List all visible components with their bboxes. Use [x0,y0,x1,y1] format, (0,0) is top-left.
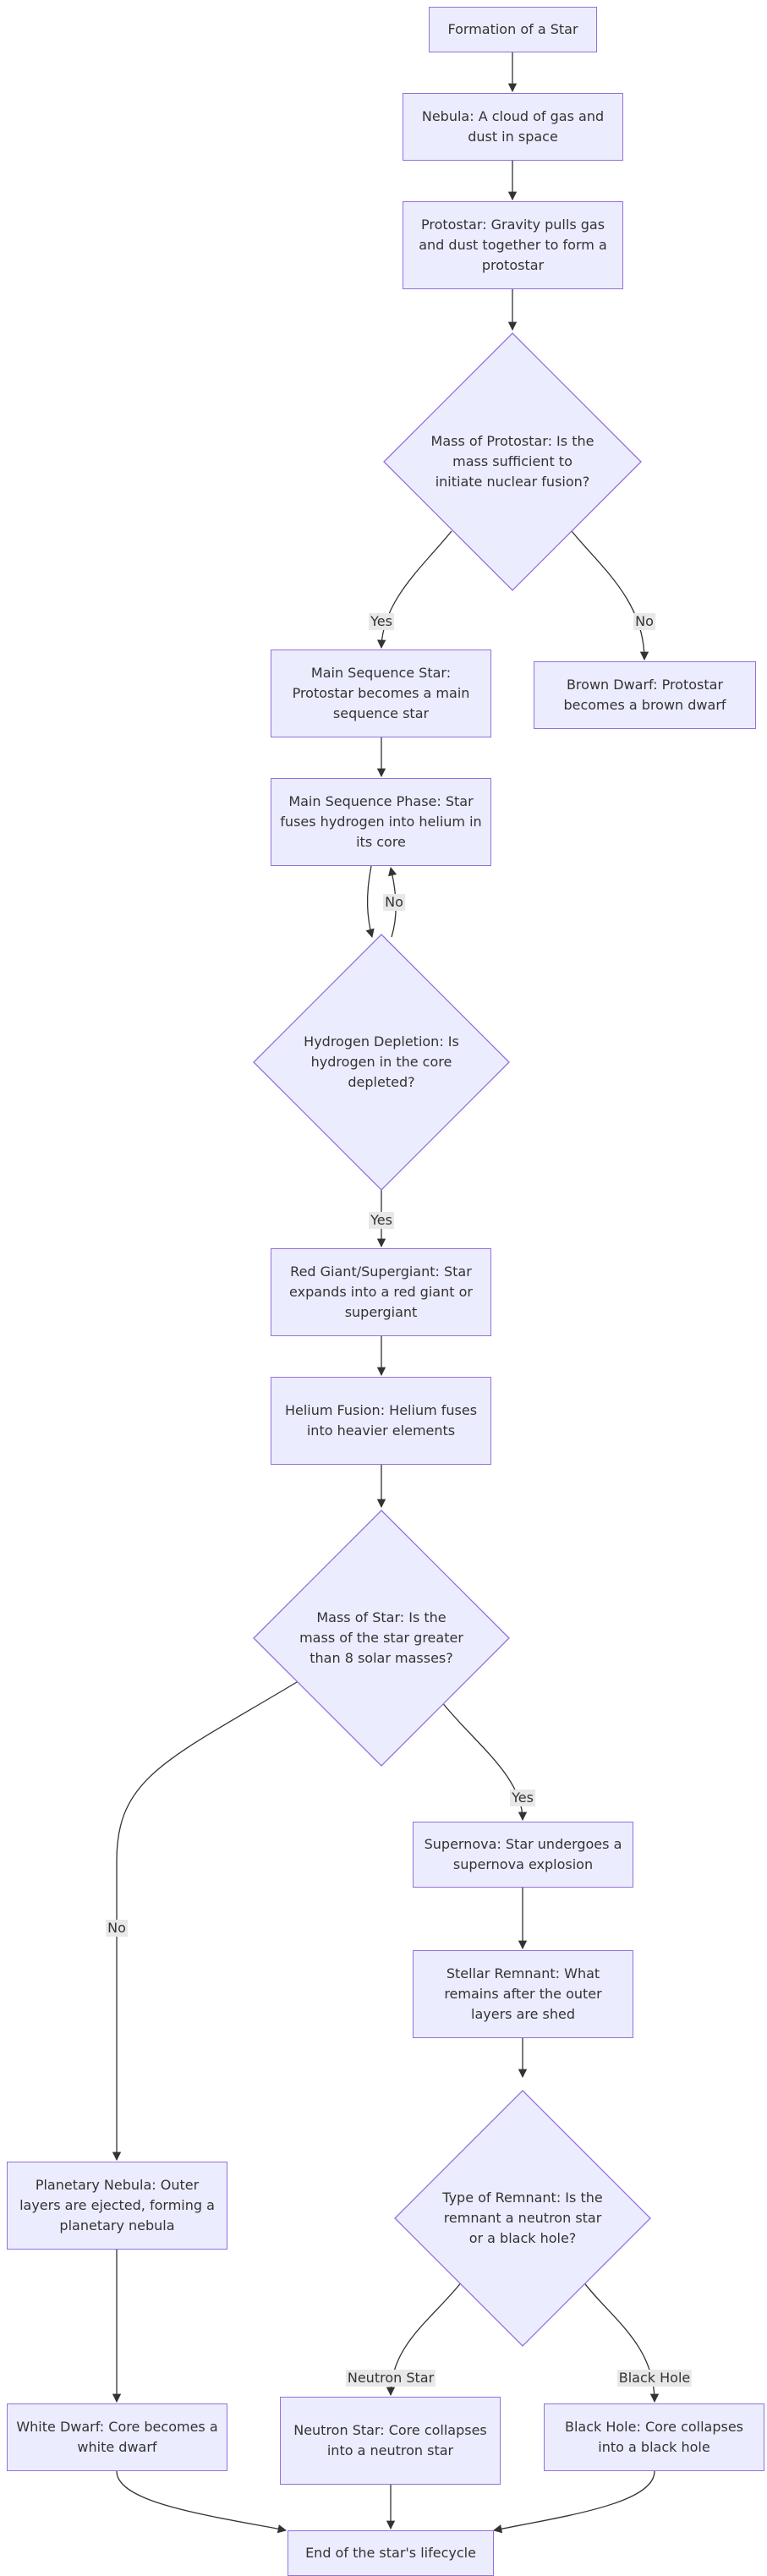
node-protostar: Protostar: Gravity pulls gas and dust to… [403,201,623,289]
edge-label-star-mass-no: No [106,1920,128,1937]
mass-of-star-diamond [253,1510,510,1767]
edge-white-dwarf-to-end [116,2470,288,2534]
text-mass-of-star: Mass of Star: Is the mass of the star gr… [299,1609,463,1666]
edge-mass-to-main-sequence-star [376,530,452,649]
type-of-remnant-diamond [394,2090,651,2347]
node-planetary-nebula: Planetary Nebula: Outer layers are eject… [7,2162,227,2250]
node-stellar-remnant: Stellar Remnant: What remains after the … [413,1950,633,2038]
node-black-hole: Black Hole: Core collapses into a black … [544,2403,764,2471]
edge-label-mass-yes: Yes [369,613,394,630]
edge-label-mass-no: No [633,613,655,630]
text-type-of-remnant: Type of Remnant: Is the remnant a neutro… [442,2190,603,2246]
mass-of-protostar-diamond [383,332,642,591]
hydrogen-depletion-diamond [253,934,510,1191]
node-neutron-star: Neutron Star: Core collapses into a neut… [280,2397,501,2485]
node-supernova: Supernova: Star undergoes a supernova ex… [413,1822,633,1888]
edge-label-remnant-neutron: Neutron Star [345,2370,436,2387]
edge-phase-to-hydrogen-decision [365,865,375,939]
node-white-dwarf: White Dwarf: Core becomes a white dwarf [7,2403,227,2471]
node-brown-dwarf: Brown Dwarf: Protostar becomes a brown d… [534,661,756,729]
edge-label-hydrogen-yes: Yes [369,1212,394,1229]
node-formation-of-a-star: Formation of a Star [429,7,597,52]
edge-star-mass-no-to-planetary-nebula [112,1679,302,2162]
edge-label-hydrogen-no: No [383,894,405,911]
node-red-giant: Red Giant/Supergiant: Star expands into … [271,1248,491,1336]
edge-mass-to-brown-dwarf [571,530,649,661]
node-main-sequence-phase: Main Sequence Phase: Star fuses hydrogen… [271,778,491,866]
text-hydrogen-depletion: Hydrogen Depletion: Is hydrogen in the c… [304,1033,459,1090]
node-end-of-lifecycle: End of the star's lifecycle [288,2530,494,2576]
edge-black-hole-to-end [492,2470,655,2534]
text-mass-of-protostar: Mass of Protostar: Is the mass sufficien… [430,433,594,490]
node-nebula: Nebula: A cloud of gas and dust in space [403,93,623,161]
edge-label-remnant-black-hole: Black Hole [616,2370,693,2387]
node-helium-fusion: Helium Fusion: Helium fuses into heavier… [271,1377,491,1465]
node-main-sequence-star: Main Sequence Star: Protostar becomes a … [271,649,491,737]
edge-label-star-mass-yes: Yes [510,1789,535,1806]
